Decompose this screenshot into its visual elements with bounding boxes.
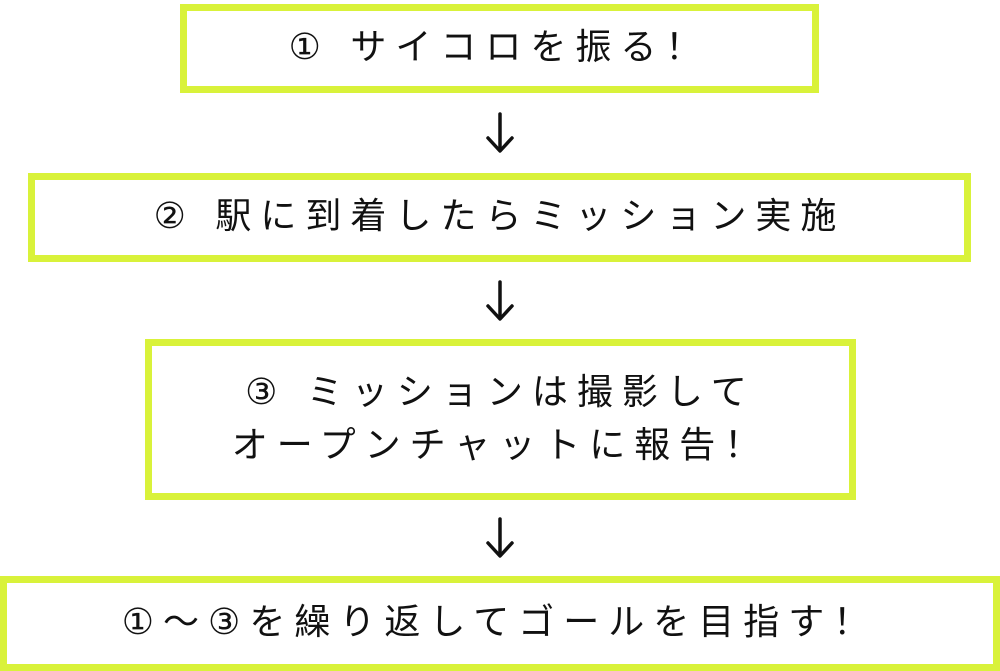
- step-2-box: ② 駅に到着したらミッション実施: [28, 173, 971, 262]
- step-1-text: ① サイコロを振る！: [288, 27, 711, 69]
- arrow-down-icon: [482, 280, 518, 324]
- step-3-line-2: オープンチャットに報告！: [231, 424, 770, 466]
- arrow-down-icon: [482, 112, 518, 156]
- step-3-box: ③ ミッションは撮影して オープンチャットに報告！: [145, 339, 856, 500]
- step-3-text: ③ ミッションは撮影して オープンチャットに報告！: [232, 367, 769, 471]
- step-2-text: ② 駅に到着したらミッション実施: [153, 196, 846, 238]
- step-4-box: ①～③を繰り返してゴールを目指す！: [0, 576, 1000, 671]
- step-3-line-1: ③ ミッションは撮影して: [245, 372, 756, 414]
- step-1-box: ① サイコロを振る！: [180, 4, 819, 93]
- arrow-down-icon: [482, 517, 518, 561]
- step-4-text: ①～③を繰り返してゴールを目指す！: [121, 602, 879, 644]
